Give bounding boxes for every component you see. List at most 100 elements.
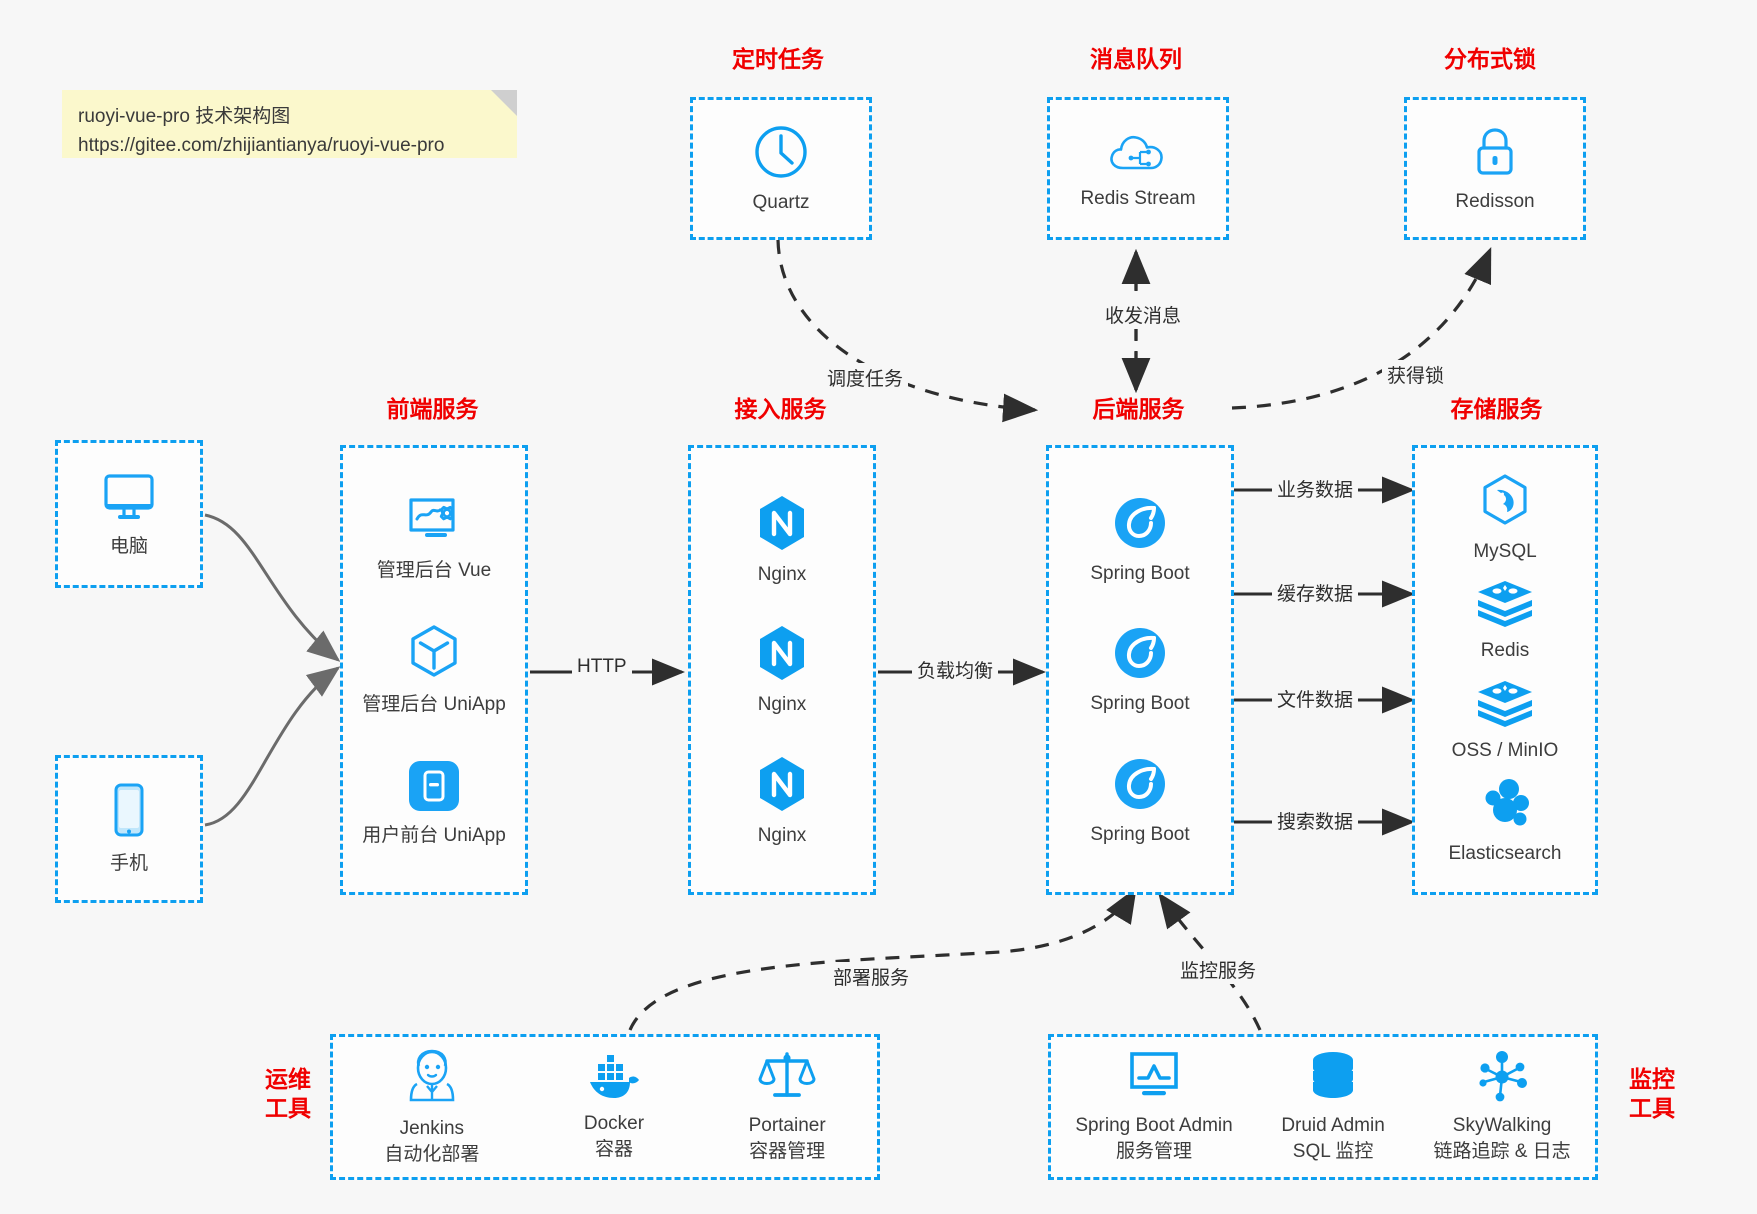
group-box-monitor[interactable]: Spring Boot Admin 服务管理 Druid Admin SQL 监… (1048, 1034, 1598, 1180)
edge-label-monitor-service: 监控服务 (1175, 955, 1262, 984)
elasticsearch-cluster-icon (1485, 779, 1529, 826)
group-title-gateway: 接入服务 (734, 396, 827, 422)
edge-label-deploy-service: 部署服务 (828, 962, 915, 991)
group-title-backend: 后端服务 (1092, 396, 1185, 422)
node-label-sba-desc: 服务管理 (1115, 1141, 1192, 1162)
node-elasticsearch[interactable]: Elasticsearch (1449, 777, 1562, 867)
node-redis-stream[interactable]: Redis Stream (1080, 126, 1196, 212)
group-box-phone[interactable]: 手机 (55, 755, 203, 903)
node-docker[interactable]: Docker 容器 (582, 1051, 646, 1162)
node-label-mysql: MySQL (1473, 540, 1537, 562)
nginx-icon (760, 756, 804, 811)
group-title-devops: 运维 工具 (248, 1065, 328, 1123)
group-box-storage[interactable]: MySQL Redis OSS / MinIO (1412, 445, 1598, 895)
node-springboot-3[interactable]: Spring Boot (1090, 754, 1190, 848)
node-label-computer: 电脑 (109, 536, 148, 558)
lock-icon (1477, 128, 1513, 175)
group-box-backend[interactable]: Spring Boot Spring Boot Spring Boot (1046, 445, 1234, 895)
redis-stack-icon (1478, 581, 1532, 628)
monitor-chart-icon (1130, 1052, 1178, 1096)
edge-label-acquire-lock: 获得锁 (1382, 360, 1450, 389)
node-mysql[interactable]: MySQL (1473, 473, 1537, 565)
node-label-skywalking-name: SkyWalking (1452, 1115, 1552, 1137)
node-skywalking[interactable]: SkyWalking 链路追踪 & 日志 (1433, 1049, 1571, 1164)
minio-stack-icon (1477, 680, 1532, 727)
node-phone[interactable]: 手机 (108, 781, 150, 877)
node-nginx-1[interactable]: Nginx (753, 492, 811, 588)
node-label-redis-stream: Redis Stream (1080, 187, 1196, 209)
clock-icon (755, 125, 807, 178)
network-hub-icon (1479, 1051, 1528, 1102)
node-druid-admin[interactable]: Druid Admin SQL 监控 (1281, 1049, 1385, 1164)
group-title-mq: 消息队列 (1090, 46, 1182, 72)
node-label-admin-vue: 管理后台 Vue (376, 559, 492, 581)
group-title-lock: 分布式锁 (1444, 46, 1536, 72)
group-box-frontend[interactable]: 管理后台 Vue 管理后台 UniApp 用户前台 UniApp (340, 445, 528, 895)
node-computer[interactable]: 电脑 (98, 468, 160, 560)
nginx-icon (760, 626, 804, 681)
group-title-monitor-line2: 工具 (1629, 1094, 1675, 1121)
dashboard-gear-icon (409, 497, 455, 537)
node-label-sba-name: Spring Boot Admin (1075, 1115, 1233, 1137)
group-title-monitor: 监控 工具 (1612, 1065, 1692, 1123)
cloud-network-icon (1110, 135, 1163, 169)
app-window-icon (408, 760, 459, 811)
node-nginx-2[interactable]: Nginx (753, 622, 811, 718)
group-box-computer[interactable]: 电脑 (55, 440, 203, 588)
group-title-monitor-line1: 监控 (1629, 1066, 1675, 1092)
mysql-dolphin-icon (1483, 474, 1527, 525)
node-springboot-1[interactable]: Spring Boot (1090, 493, 1190, 587)
docker-whale-icon (589, 1055, 639, 1099)
node-admin-vue[interactable]: 管理后台 Vue (377, 492, 491, 584)
node-label-redisson: Redisson (1455, 190, 1535, 212)
node-label-elasticsearch: Elasticsearch (1448, 843, 1562, 865)
node-jenkins[interactable]: Jenkins 自动化部署 (384, 1046, 479, 1167)
node-quartz[interactable]: Quartz (751, 122, 811, 216)
node-label-docker-name: Docker (583, 1113, 645, 1135)
node-label-springboot-1: Spring Boot (1090, 562, 1190, 584)
note-line-url: https://gitee.com/zhijiantianya/ruoyi-vu… (78, 135, 445, 157)
spring-leaf-icon (1114, 497, 1165, 548)
scales-icon (758, 1052, 816, 1098)
group-box-mq[interactable]: Redis Stream (1047, 97, 1229, 240)
node-label-druid-name: Druid Admin (1281, 1115, 1385, 1137)
group-box-gateway[interactable]: Nginx Nginx Nginx (688, 445, 876, 895)
edge-label-load-balance: 负载均衡 (912, 655, 999, 684)
group-box-devops[interactable]: Jenkins 自动化部署 Docker 容器 (330, 1034, 880, 1180)
node-oss-minio[interactable]: OSS / MinIO (1451, 678, 1559, 764)
edge-label-business-data: 业务数据 (1272, 474, 1359, 503)
group-title-devops-line2: 工具 (265, 1094, 311, 1121)
nginx-icon (760, 495, 804, 550)
node-label-springboot-2: Spring Boot (1090, 693, 1190, 715)
group-box-lock[interactable]: Redisson (1404, 97, 1586, 240)
node-redis[interactable]: Redis (1475, 578, 1535, 664)
jenkins-butler-icon (409, 1050, 455, 1102)
cube-icon (411, 625, 457, 677)
node-label-springboot-3: Spring Boot (1090, 823, 1190, 845)
edge-label-http: HTTP (572, 655, 632, 679)
node-spring-boot-admin[interactable]: Spring Boot Admin 服务管理 (1075, 1049, 1233, 1164)
node-admin-uniapp[interactable]: 管理后台 UniApp (362, 622, 506, 718)
node-label-portainer-name: Portainer (748, 1115, 826, 1137)
spring-leaf-icon (1114, 628, 1165, 679)
group-box-scheduler[interactable]: Quartz (690, 97, 872, 240)
node-label-jenkins-desc: 自动化部署 (384, 1144, 480, 1165)
sticky-note: ruoyi-vue-pro 技术架构图 https://gitee.com/zh… (62, 90, 517, 158)
node-label-redis: Redis (1480, 640, 1530, 662)
node-user-uniapp[interactable]: 用户前台 UniApp (362, 757, 506, 849)
node-label-druid-desc: SQL 监控 (1292, 1141, 1374, 1162)
mobile-icon (114, 783, 144, 837)
node-portainer[interactable]: Portainer 容器管理 (749, 1049, 826, 1164)
node-redisson[interactable]: Redisson (1455, 123, 1535, 215)
edge-label-send-recv-msg: 收发消息 (1100, 300, 1187, 329)
group-title-frontend: 前端服务 (386, 396, 479, 422)
node-nginx-3[interactable]: Nginx (753, 753, 811, 849)
node-label-phone: 手机 (109, 853, 148, 875)
node-label-nginx-2: Nginx (757, 694, 807, 716)
node-springboot-2[interactable]: Spring Boot (1090, 623, 1190, 717)
note-line-title: ruoyi-vue-pro 技术架构图 (78, 106, 291, 127)
group-title-storage: 存储服务 (1450, 396, 1543, 422)
node-label-oss-minio: OSS / MinIO (1451, 739, 1559, 761)
node-label-user-uniapp: 用户前台 UniApp (362, 824, 506, 846)
